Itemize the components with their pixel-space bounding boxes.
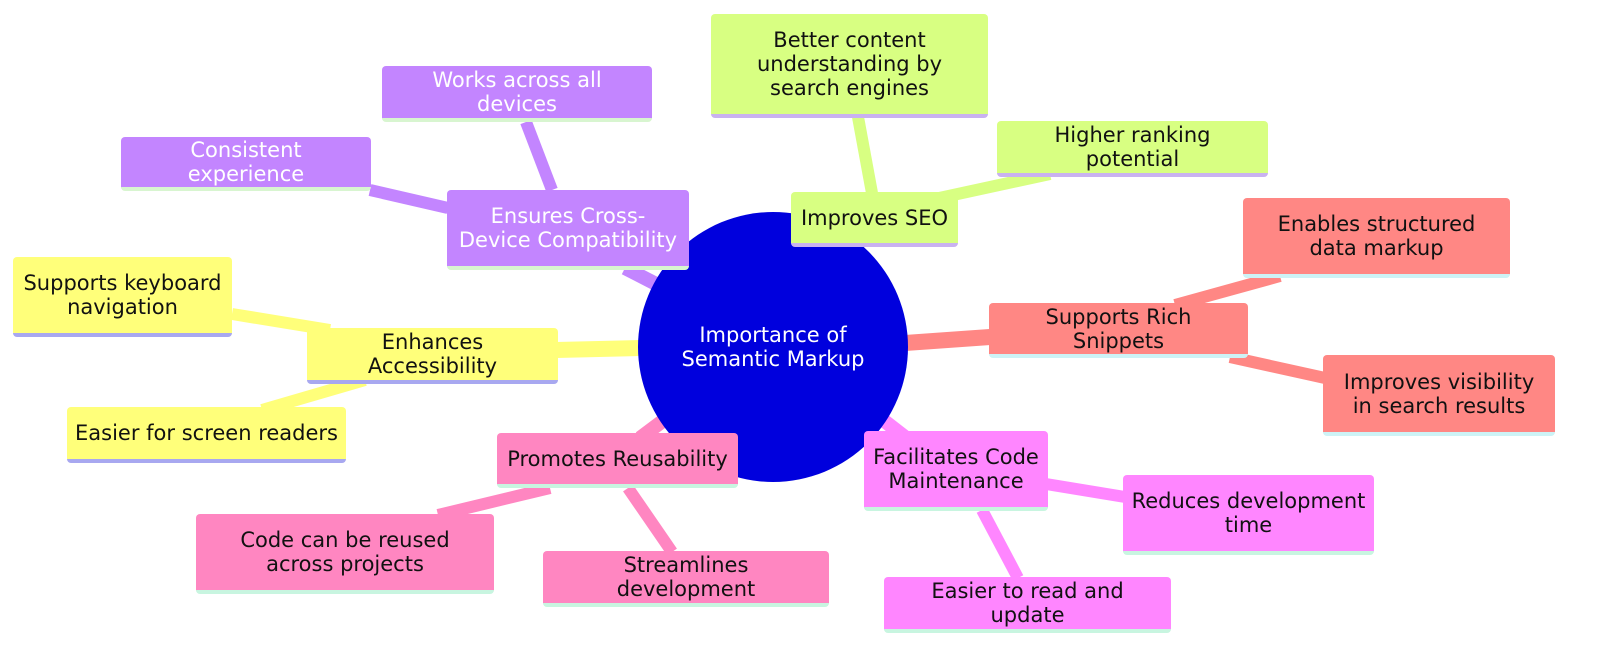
leaf-works-across-devices: Works across all devices: [382, 66, 652, 122]
leaf-enables-structured-data: Enables structured data markup: [1243, 198, 1510, 278]
edge-access-keyboard: [231, 308, 331, 336]
edge-rich-improves: [1228, 351, 1327, 384]
branch-promotes-reusability: Promotes Reusability: [497, 433, 738, 488]
leaf-works-across-devices-label: Works across all devices: [432, 68, 602, 116]
edge-reuse-stream: [623, 484, 677, 556]
leaf-easier-to-read-update: Easier to read and update: [884, 577, 1171, 633]
leaf-better-content-understanding: Better content understanding by search e…: [711, 14, 988, 118]
leaf-easier-to-read-update-label: Easier to read and update: [931, 579, 1124, 627]
edge-access-screen: [260, 374, 367, 416]
leaf-consistent-experience-label: Consistent experience: [187, 138, 305, 186]
branch-cross-device-compatibility: Ensures Cross-Device Compatibility: [447, 190, 689, 270]
branch-supports-rich-snippets: Supports Rich Snippets: [989, 303, 1248, 358]
leaf-better-content-understanding-label: Better content understanding by search e…: [756, 28, 943, 100]
branch-facilitates-code-maintenance-label: Facilitates Code Maintenance: [873, 445, 1039, 493]
branch-promotes-reusability-label: Promotes Reusability: [507, 446, 728, 471]
leaf-higher-ranking-potential: Higher ranking potential: [997, 121, 1268, 177]
branch-improves-seo-label: Improves SEO: [800, 205, 949, 230]
leaf-streamlines-development-label: Streamlines development: [616, 553, 756, 601]
edge-maint-reduces: [1045, 478, 1126, 503]
leaf-code-can-be-reused: Code can be reused across projects: [196, 514, 494, 594]
branch-supports-rich-snippets-label: Supports Rich Snippets: [1045, 304, 1192, 353]
branch-cross-device-label: Ensures Cross-Device Compatibility: [458, 204, 678, 252]
leaf-easier-for-screen-readers-label: Easier for screen readers: [75, 421, 338, 445]
leaf-improves-visibility: Improves visibility in search results: [1323, 355, 1555, 436]
branch-enhances-accessibility-label: Enhances Accessibility: [367, 330, 498, 378]
leaf-supports-keyboard-navigation-label: Supports keyboard navigation: [23, 271, 222, 319]
edge-cross-device-works: [520, 119, 558, 193]
edge-reuse-code: [436, 482, 552, 521]
leaf-supports-keyboard-navigation: Supports keyboard navigation: [13, 257, 232, 337]
root-node-label: Importance of Semantic Markup: [681, 323, 865, 371]
edge-seo-better: [852, 115, 878, 195]
branch-improves-seo: Improves SEO: [791, 192, 958, 247]
leaf-easier-for-screen-readers: Easier for screen readers: [67, 407, 346, 463]
edge-root-rich-snippets: [904, 329, 991, 351]
branch-enhances-accessibility: Enhances Accessibility: [307, 328, 558, 384]
edge-root-accessibility: [555, 340, 641, 358]
leaf-consistent-experience: Consistent experience: [121, 137, 371, 191]
leaf-streamlines-development: Streamlines development: [543, 551, 829, 607]
branch-facilitates-code-maintenance: Facilitates Code Maintenance: [864, 431, 1048, 511]
leaf-reduces-development-time-label: Reduces development time: [1131, 489, 1366, 537]
edge-cross-device-consistent: [368, 184, 450, 214]
leaf-reduces-development-time: Reduces development time: [1123, 475, 1374, 555]
edge-maint-easier: [976, 507, 1024, 581]
leaf-improves-visibility-label: Improves visibility in search results: [1343, 369, 1535, 418]
leaf-code-can-be-reused-label: Code can be reused across projects: [240, 528, 450, 576]
leaf-higher-ranking-potential-label: Higher ranking potential: [1054, 123, 1211, 171]
leaf-enables-structured-data-label: Enables structured data markup: [1277, 212, 1476, 260]
edge-rich-enables: [1173, 270, 1282, 311]
